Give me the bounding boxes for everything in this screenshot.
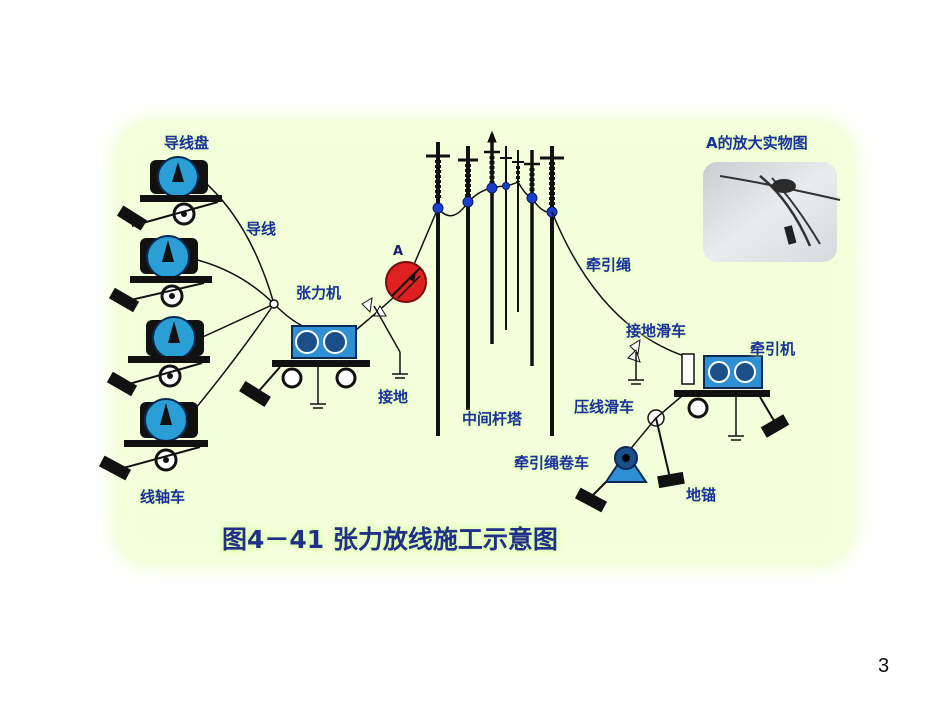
label-grounding-pulley: 接地滑车 [626,322,687,340]
grounding-pulley-a [361,297,408,379]
label-ground-anchor: 地锚 [686,486,717,504]
label-photo-title: A的放大实物图 [706,134,808,152]
towers [426,130,564,436]
label-rope-winder: 牵引绳卷车 [514,454,590,472]
label-conductor: 导线 [246,220,277,238]
photo-inset [703,162,841,262]
label-middle-tower: 中间杆塔 [462,410,523,428]
junction-pulley [269,299,279,309]
tower-pulleys [432,182,558,218]
diagram-caption: 图4－41 张力放线施工示意图 [222,525,558,554]
label-grounding: 接地 [378,388,409,406]
tensioner-machine [239,325,370,409]
label-reel-trailer: 线轴车 [140,488,186,506]
reel-trailer-2 [108,235,212,313]
label-conductor-reel: 导线盘 [164,134,210,152]
reel-trailer-4 [98,398,208,481]
label-pulling-rope: 牵引绳 [586,256,632,274]
rope-winder [574,446,648,513]
label-pressing-pulley: 压线滑车 [574,398,635,416]
puller-machine [674,353,790,441]
label-puller: 牵引机 [750,340,796,358]
page-number: 3 [878,655,890,677]
reel-trailer-3 [106,316,210,397]
label-point-a: A [393,244,404,259]
grounding-pulley [627,339,644,385]
label-tensioner: 张力机 [296,284,342,302]
point-a-marker [385,261,427,303]
pulling-rope-line [551,211,691,359]
reel-trailer-1 [116,156,222,231]
